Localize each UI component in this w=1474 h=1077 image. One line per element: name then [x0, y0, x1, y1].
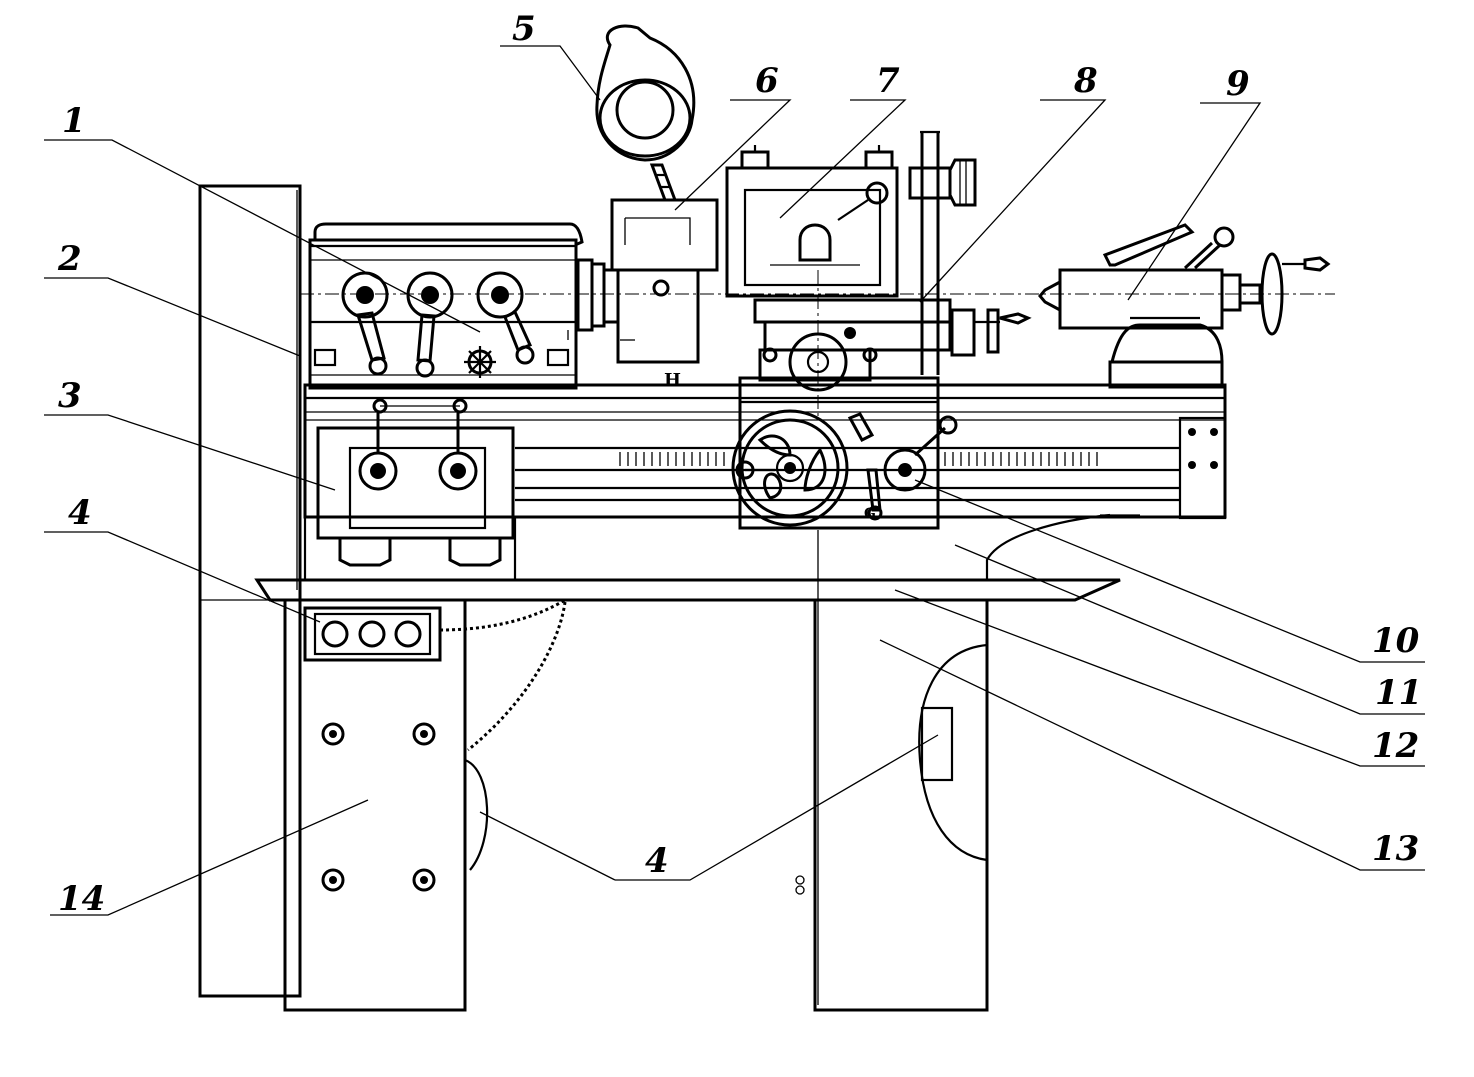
label-4-bottom: 4	[645, 841, 669, 881]
control-panel	[303, 598, 815, 752]
label-3: 3	[58, 376, 82, 416]
label-5: 5	[512, 9, 536, 49]
carriage	[731, 130, 977, 530]
label-9: 9	[1226, 64, 1250, 104]
center-lines	[300, 270, 1335, 420]
leader-lines	[44, 45, 1425, 916]
right-pedestal	[795, 530, 989, 1012]
label-7: 7	[876, 61, 900, 101]
stamps: H G	[664, 370, 876, 522]
part-labels: 1 2 3 4 5 6 7 8 9 10 11 12 13 14 4	[57, 9, 1422, 919]
label-10: 10	[1372, 621, 1420, 661]
chuck-guard	[610, 163, 719, 364]
label-1: 1	[62, 101, 86, 141]
chip-tray	[254, 578, 1121, 602]
label-8: 8	[1073, 61, 1098, 101]
label-14: 14	[58, 879, 105, 919]
label-2: 2	[57, 239, 82, 279]
label-13: 13	[1372, 829, 1419, 869]
stamp-g: G	[864, 506, 876, 522]
pedestal-bolts	[321, 722, 436, 892]
lamp	[595, 24, 696, 162]
feed-box	[316, 398, 515, 567]
headstock	[308, 222, 620, 390]
tailstock	[1038, 223, 1331, 389]
label-11: 11	[1375, 673, 1422, 713]
label-6: 6	[755, 61, 779, 101]
stamp-h: H	[664, 370, 681, 391]
label-12: 12	[1372, 726, 1419, 766]
tool-shield	[725, 145, 1032, 392]
label-4: 4	[68, 493, 92, 533]
